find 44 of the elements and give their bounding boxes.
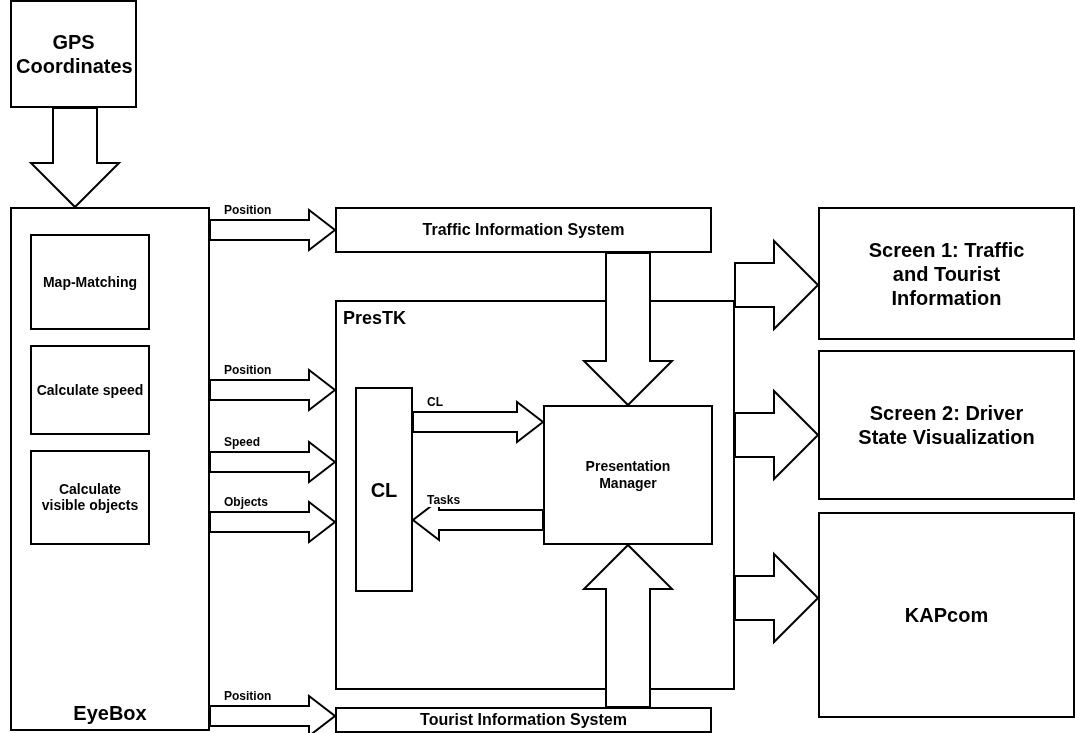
process-box [335,707,712,733]
process-box [818,207,1075,340]
box-label: Traffic Information System [421,220,626,240]
process-box [543,405,713,545]
process-box [10,207,210,731]
box-label: Tourist Information System [419,710,628,730]
box-label: CL [369,477,399,502]
edge-label: Position [222,363,274,377]
process-box [335,207,712,253]
block-arrow [209,439,337,485]
block-arrow [209,499,337,545]
box-label: Calculate visible objects [40,480,140,515]
process-box [355,387,413,592]
edge-label: CL [425,395,445,409]
edge-label: Position [222,689,274,703]
box-label: Calculate speed [36,381,144,399]
block-arrow [734,238,820,332]
edge-label: Objects [222,495,270,509]
block-arrow [209,207,337,253]
block-arrow [209,367,337,413]
box-label: Screen 1: Traffic and Tourist Information [867,237,1026,310]
box-label: Map-Matching [41,273,139,291]
edge-label: Position [222,203,274,217]
process-box [30,450,150,545]
block-arrow [734,388,820,482]
group-title: EyeBox [72,701,148,725]
process-box [30,234,150,330]
process-box [818,350,1075,500]
block-arrow [209,693,337,733]
block-arrow [412,399,545,445]
box-label: GPS Coordinates [16,30,131,78]
edge-label: Tasks [425,493,463,507]
box-label: KAPcom [903,603,990,627]
box-label: Screen 2: Driver State Visualization [857,401,1036,449]
group-title: PresTK [343,308,407,330]
box-label: Presentation Manager [584,458,672,492]
block-arrow [581,543,675,708]
edge-label: Speed [222,435,262,449]
process-box [818,512,1075,718]
process-box [30,345,150,435]
process-box [10,0,137,108]
block-arrow [734,551,820,645]
block-arrow [581,252,675,407]
block-arrow [28,107,122,209]
